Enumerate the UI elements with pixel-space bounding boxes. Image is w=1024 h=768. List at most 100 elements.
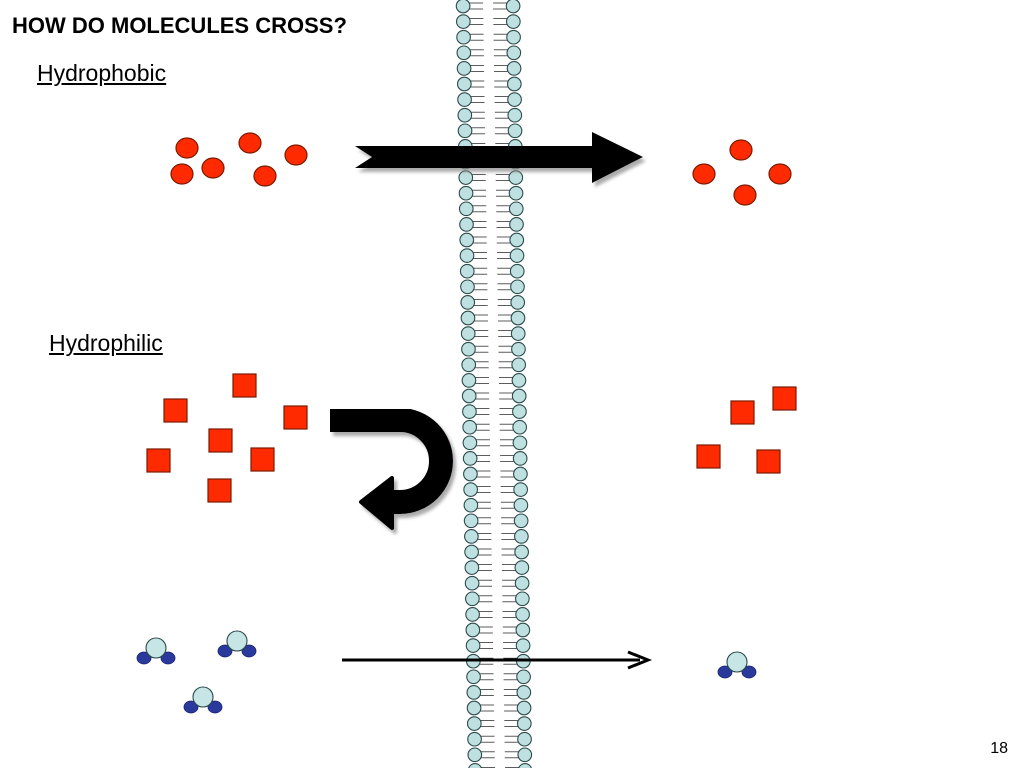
lipid-head <box>461 357 477 373</box>
lipid-head <box>466 716 482 731</box>
lipid-head <box>507 92 522 107</box>
lipid-head <box>509 263 525 279</box>
lipid-head <box>463 513 479 529</box>
lipid-head <box>508 201 524 217</box>
thin-arrow-icon <box>342 650 653 670</box>
hydrophobic-molecule <box>729 139 753 161</box>
lipid-head <box>457 107 473 123</box>
lipid-head <box>511 357 527 373</box>
hydrophobic-molecule <box>238 132 262 154</box>
lipid-head <box>506 61 522 76</box>
lipid-head <box>465 638 481 653</box>
lipid-head <box>509 217 524 232</box>
hydrophilic-molecule <box>756 449 781 474</box>
lipid-head <box>513 497 529 513</box>
hydrophilic-molecules-right <box>696 386 797 474</box>
hydrophobic-molecule <box>175 137 199 159</box>
hydrophobic-molecule <box>253 165 277 187</box>
hydrophobic-molecule <box>768 163 792 185</box>
slide-title: HOW DO MOLECULES CROSS? <box>12 13 347 38</box>
lipid-head <box>506 29 521 45</box>
lipid-head <box>507 123 523 139</box>
water-molecule <box>717 651 757 679</box>
hydrophilic-molecule <box>208 428 233 453</box>
lipid-head <box>511 388 527 404</box>
lipid-head <box>509 232 525 248</box>
lipid-head <box>460 295 476 310</box>
hydrophilic-label: Hydrophilic <box>49 330 163 356</box>
lipid-head <box>510 326 526 341</box>
hydrophilic-molecules-left <box>146 373 308 503</box>
lipid-head <box>514 575 530 591</box>
lipid-head <box>462 435 478 451</box>
water-molecule <box>217 630 257 658</box>
lipid-head <box>512 404 527 419</box>
lipid-head <box>508 170 524 185</box>
lipid-head <box>512 451 528 466</box>
lipid-head <box>518 763 532 768</box>
lipid-head <box>458 201 474 217</box>
lipid-head <box>465 591 480 607</box>
lipid-head <box>514 529 529 544</box>
lipid-head <box>511 341 526 357</box>
lipid-head <box>463 466 478 482</box>
hydrophobic-molecule <box>170 163 194 185</box>
lipid-head <box>506 45 522 61</box>
lipid-head <box>459 263 475 279</box>
u-turn-arrow-icon <box>330 408 453 530</box>
lipid-head <box>513 466 528 482</box>
lipid-head <box>510 295 526 310</box>
lipid-head <box>509 248 525 263</box>
lipid-head <box>462 404 477 419</box>
lipid-head <box>466 700 482 716</box>
lipid-head <box>465 607 480 622</box>
lipid-head <box>515 638 531 653</box>
lipid-head <box>458 170 474 185</box>
lipid-head <box>461 373 477 388</box>
lipid-head <box>515 591 530 607</box>
lipid-head <box>457 123 473 139</box>
lipid-head <box>455 0 471 14</box>
lipid-head <box>462 451 478 466</box>
lipid-head <box>514 560 530 575</box>
lipid-head <box>516 685 532 700</box>
lipid-head <box>456 61 472 76</box>
lipid-head <box>461 388 477 404</box>
lipid-head <box>460 326 476 341</box>
lipid-head <box>464 575 480 591</box>
lipid-head <box>510 279 525 295</box>
lipid-head <box>459 232 475 248</box>
lipid-head <box>460 279 475 295</box>
hydrophilic-molecule <box>283 405 308 430</box>
hydrophilic-molecule <box>772 386 797 411</box>
hydrophobic-molecule <box>284 144 308 166</box>
lipid-head <box>464 560 480 575</box>
water-molecule <box>183 686 223 714</box>
lipid-head <box>512 435 528 451</box>
lipid-head <box>456 76 472 92</box>
hydrophilic-molecule <box>730 400 755 425</box>
water-molecule <box>136 637 176 665</box>
lipid-head <box>512 419 528 435</box>
lipid-head <box>457 92 472 107</box>
hydrophilic-molecule <box>696 444 721 469</box>
lipid-head <box>465 622 481 638</box>
lipid-head <box>505 0 521 14</box>
lipid-bilayer-membrane <box>455 0 533 768</box>
lipid-head <box>461 341 476 357</box>
lipid-head <box>462 419 478 435</box>
hydrophobic-label: Hydrophobic <box>37 60 167 86</box>
slide-number: 18 <box>990 740 1008 757</box>
hydrophobic-molecules-right <box>692 139 792 206</box>
lipid-head <box>463 482 479 497</box>
hydrophobic-molecule <box>201 157 225 179</box>
hydrophilic-molecule <box>163 398 188 423</box>
lipid-head <box>466 669 481 685</box>
lipid-head <box>458 185 474 201</box>
hydrophilic-molecule <box>207 478 232 503</box>
water-molecules <box>136 630 757 714</box>
lipid-head <box>456 29 471 45</box>
lipid-head <box>464 529 479 544</box>
lipid-head <box>508 185 524 201</box>
